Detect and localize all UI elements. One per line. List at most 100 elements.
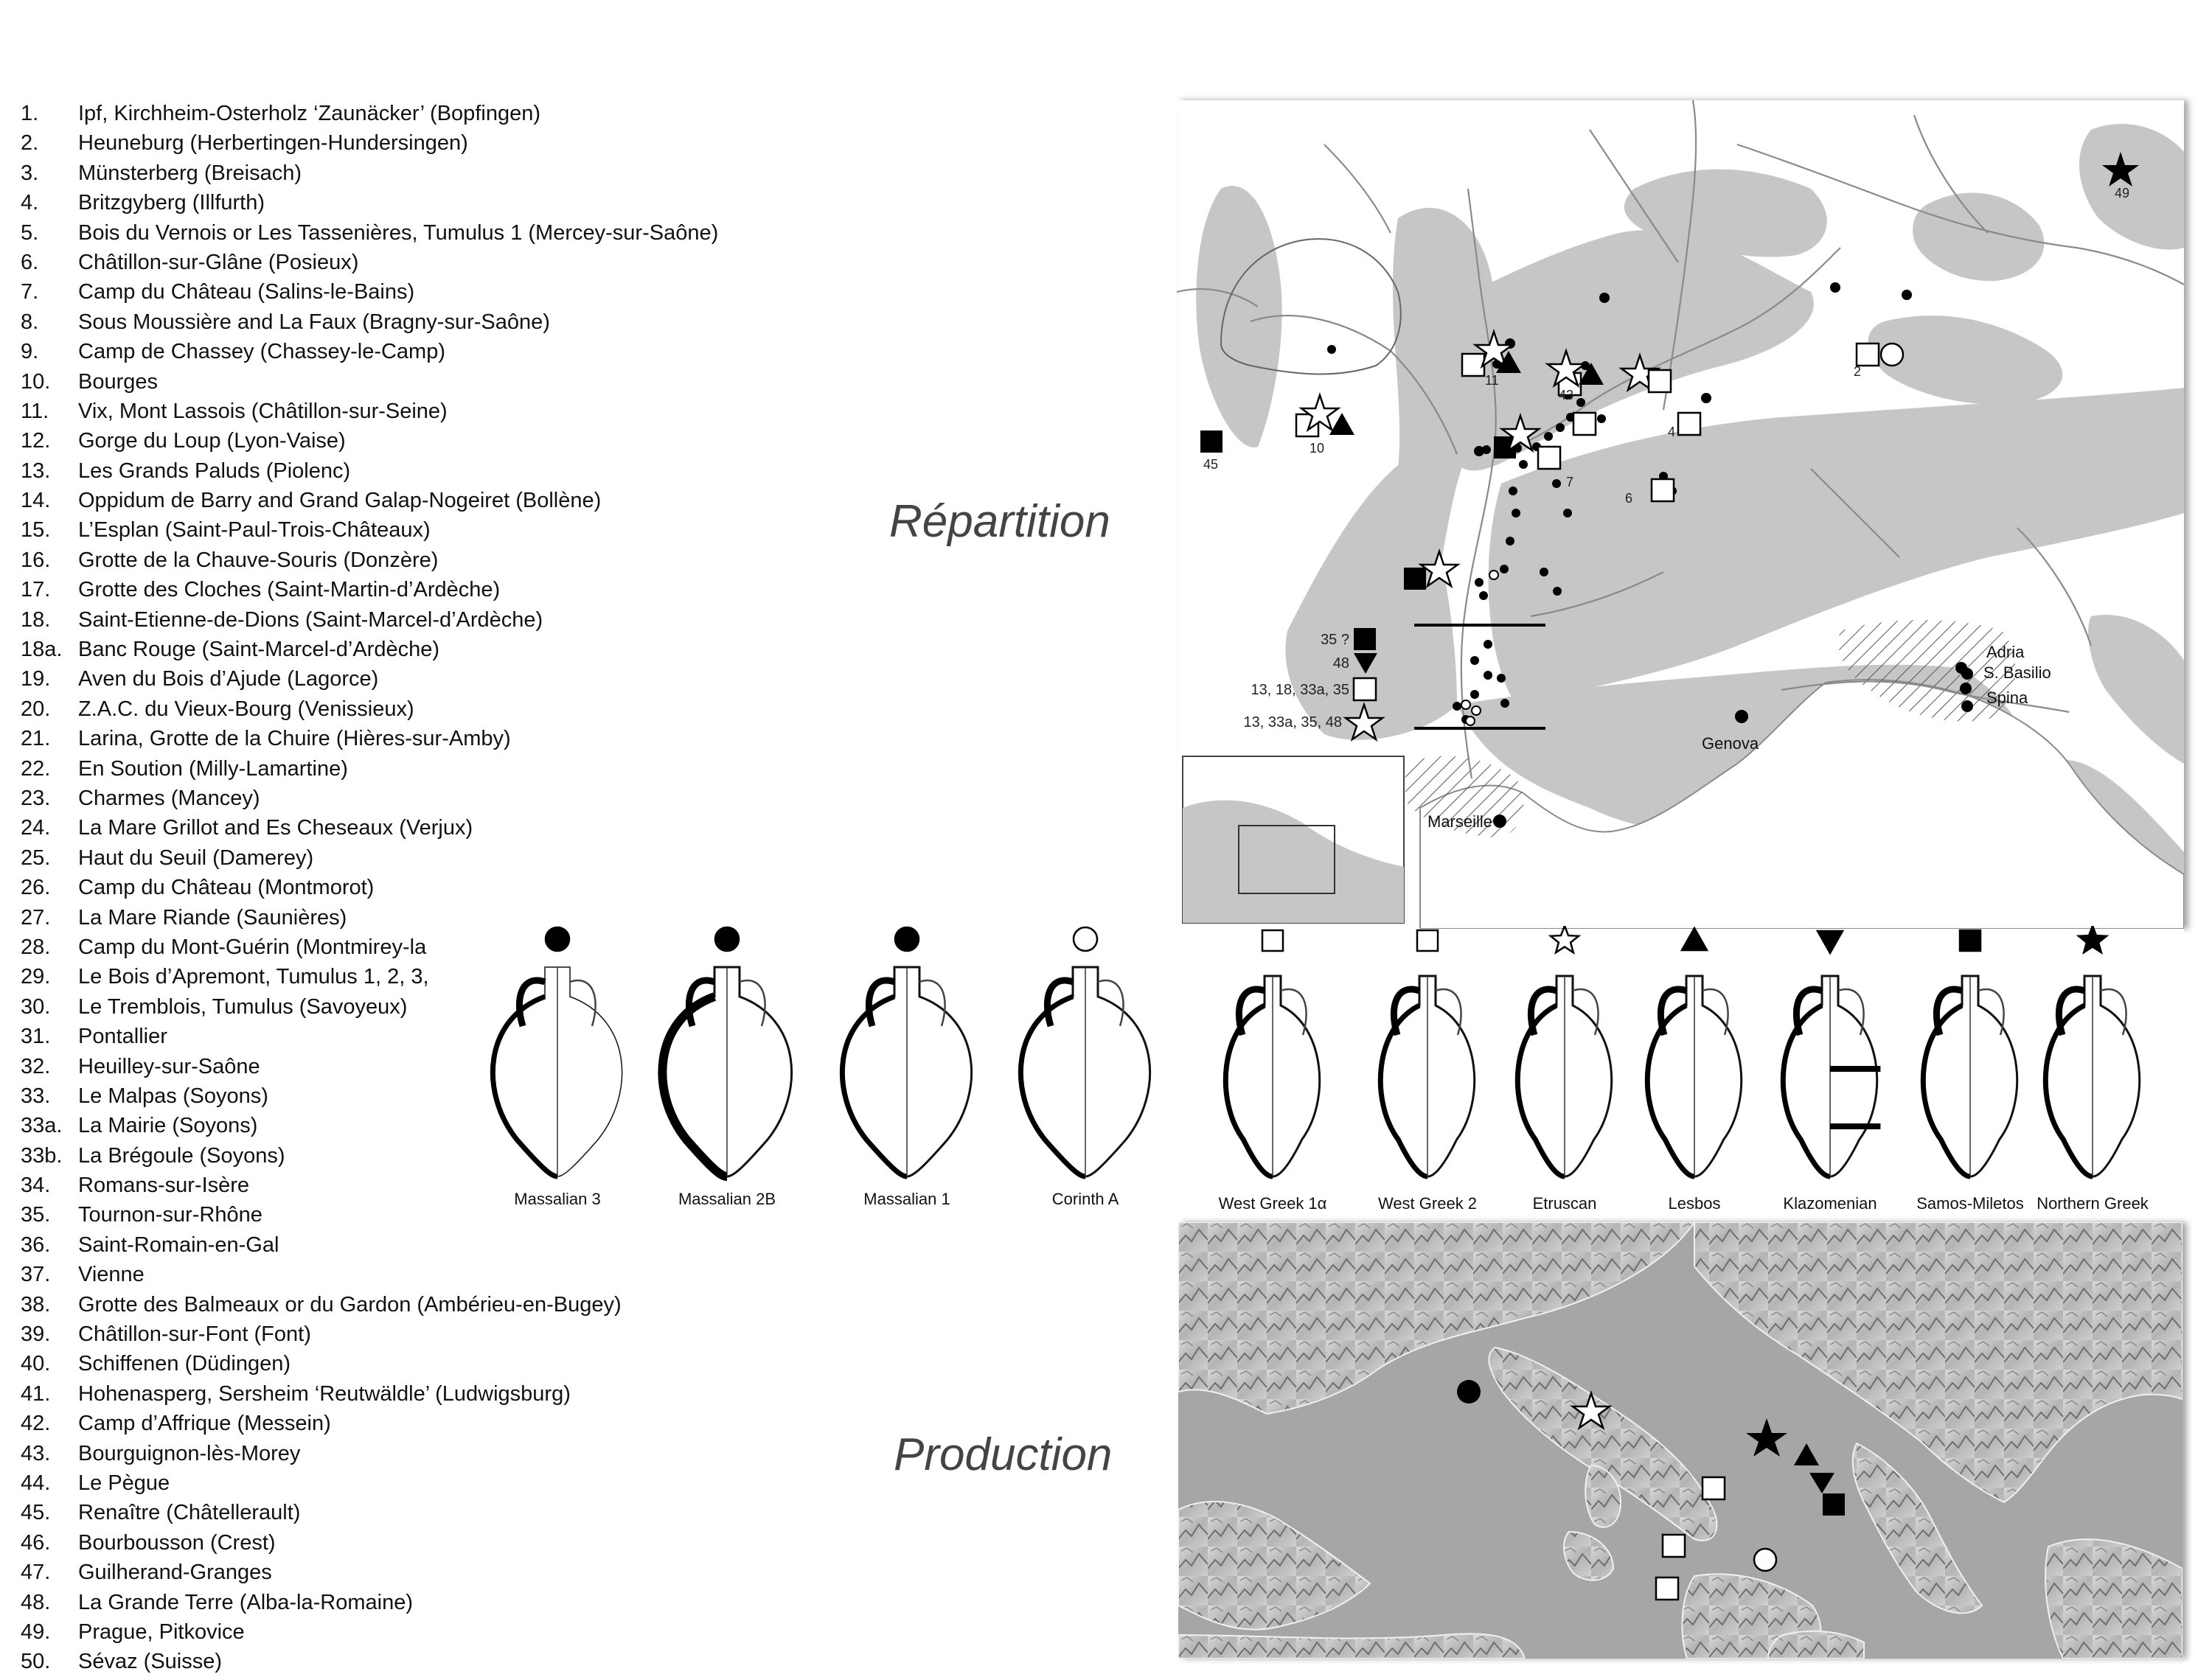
label-adria: Adria: [1986, 643, 2025, 661]
site-list-item: 49.Prague, Pitkovice: [21, 1617, 891, 1647]
site-list-item: 50.Sévaz (Suisse): [21, 1647, 891, 1676]
amphora-handle: [569, 979, 597, 1027]
site-number: 2.: [21, 131, 39, 156]
map-num-2: 2: [1854, 364, 1861, 379]
place-labels: Adria S. Basilio Spina Genova Marseille: [1427, 643, 2051, 831]
rhone-label-1: 48: [1333, 655, 1349, 672]
production-title: Production: [894, 1429, 1113, 1480]
amphora-label: West Greek 2: [1378, 1194, 1477, 1213]
site-number: 16.: [21, 548, 51, 572]
rhone-label-0: 35 ?: [1321, 632, 1349, 648]
site-name: La Mare Riande (Saunières): [78, 905, 347, 930]
amphora-symbol: [1416, 929, 1439, 952]
site-name: Renaître (Châtellerault): [78, 1501, 301, 1525]
site-number: 24.: [21, 816, 51, 840]
site-name: Romans-sur-Isère: [78, 1174, 250, 1198]
site-list-item: 22.En Soution (Milly-Lamartine): [21, 754, 891, 784]
site-number: 32.: [21, 1054, 51, 1078]
site-number: 36.: [21, 1233, 51, 1257]
map-num-7: 7: [1566, 475, 1573, 489]
site-name: Heuilley-sur-Saône: [78, 1054, 260, 1078]
site-list-item: 35. Tournon-sur-Rhône: [21, 1200, 891, 1230]
amphora-type: West Greek 1α: [1219, 929, 1327, 1213]
site-number: 40.: [21, 1352, 51, 1376]
site-name: Gorge du Loup (Lyon-Vaise): [78, 429, 346, 453]
site-list: 1.Ipf, Kirchheim-Osterholz ‘Zaunäcker’ (…: [21, 99, 891, 1677]
distribution-map: 49 11 43 2 4 10 45 7 6 35 ? 48 13, 18, 3…: [1177, 100, 2184, 929]
site-name: La Brégoule (Soyons): [78, 1143, 285, 1168]
site-list-item: 37.Vienne: [21, 1260, 891, 1289]
label-s-basilio: S. Basilio: [1983, 663, 2051, 682]
site-number: 48.: [21, 1590, 51, 1614]
site-number: 25.: [21, 846, 51, 870]
site-name: Grotte de la Chauve-Souris (Donzère): [78, 548, 439, 572]
site-number: 9.: [21, 340, 39, 364]
site-number: 37.: [21, 1263, 51, 1287]
amphora-symbol: [1072, 926, 1099, 952]
site-number: 39.: [21, 1322, 51, 1347]
site-list-item: 25.Haut du Seuil (Damerey): [21, 843, 891, 873]
site-number: 7.: [21, 280, 39, 304]
site-name: Prague, Pitkovice: [78, 1620, 245, 1644]
amphora-symbol: [1815, 930, 1845, 955]
site-list-item: 26. Camp du Château (Montmorot): [21, 873, 891, 902]
site-number: 26.: [21, 876, 51, 900]
amphora-handle: [2100, 988, 2127, 1036]
site-number: 15.: [21, 518, 51, 543]
site-list-item: 24.La Mare Grillot and Es Cheseaux (Verj…: [21, 813, 891, 843]
site-number: 1.: [21, 102, 39, 125]
hatched-zone-rhone: [1405, 756, 1524, 837]
site-name: Charmes (Mancey): [78, 786, 260, 810]
site-list-item: 14.Oppidum de Barry and Grand Galap-Noge…: [21, 486, 891, 515]
site-name: Schiffenen (Düdingen): [78, 1352, 291, 1376]
site-name: Bois du Vernois or Les Tassenières, Tumu…: [78, 220, 719, 245]
amphora-handle: [1978, 988, 2005, 1036]
rhone-label-2: 13, 18, 33a, 35: [1251, 682, 1349, 698]
site-list-item: 12.Gorge du Loup (Lyon-Vaise): [21, 426, 891, 456]
amphora-handle: [1097, 979, 1124, 1027]
site-list-item: 48.La Grande Terre (Alba-la-Romaine): [21, 1588, 891, 1617]
site-number: 18a.: [21, 638, 63, 662]
site-name: Camp du Château (Montmorot): [78, 876, 375, 900]
amphora-label: Northern Greek: [2037, 1194, 2149, 1213]
site-name: Grotte des Cloches (Saint-Martin-d’Ardèc…: [78, 578, 501, 602]
site-list-item: 23.Charmes (Mancey): [21, 784, 891, 813]
amphora-symbol: [1680, 926, 1709, 952]
site-name: Le Malpas (Soyons): [78, 1084, 268, 1108]
site-number: 33a.: [21, 1114, 63, 1138]
site-number: 50.: [21, 1650, 51, 1674]
site-name: Z.A.C. du Vieux-Bourg (Venissieux): [78, 697, 414, 721]
amphora-handle: [1792, 986, 1823, 1036]
site-number: 13.: [21, 459, 51, 483]
site-list-item: 21.Larina, Grotte de la Chuire (Hières-s…: [21, 724, 891, 753]
site-name: Les Grands Paluds (Piolenc): [78, 459, 351, 483]
amphora-handle: [1657, 986, 1688, 1036]
amphora-label: Massalian 1: [863, 1190, 950, 1208]
site-list-item: 30.Le Tremblois, Tumulus (Savoyeux): [21, 992, 891, 1022]
site-number: 35.: [21, 1203, 51, 1227]
site-name: Tournon-sur-Rhône: [78, 1203, 262, 1227]
amphora-section: [490, 994, 558, 1179]
map-num-10: 10: [1310, 441, 1324, 456]
amphora-handle: [1837, 988, 1865, 1036]
site-name: Britzgyberg (Illfurth): [78, 191, 265, 215]
amphora-handle: [1043, 977, 1074, 1028]
site-list-item: 45.Renaître (Châtellerault): [21, 1498, 891, 1527]
amphora-section: [1018, 994, 1086, 1179]
site-name: Aven du Bois d’Ajude (Lagorce): [78, 667, 379, 691]
site-list-item: 42.Camp d’Affrique (Messein): [21, 1409, 891, 1438]
amphora-section: [658, 992, 728, 1181]
rhone-labels: 35 ? 48 13, 18, 33a, 35 13, 33a, 35, 48: [1244, 632, 1349, 731]
site-list-item: 18.Saint-Etienne-de-Dions (Saint-Marcel-…: [21, 605, 891, 635]
site-number: 19.: [21, 667, 51, 691]
map-num-43: 43: [1559, 388, 1573, 402]
prod-massalia: [1457, 1380, 1481, 1404]
land-masses: [1178, 1222, 2183, 1659]
site-list-item: 38.Grotte des Balmeaux or du Gardon (Amb…: [21, 1290, 891, 1319]
site-list-item: 4.Britzgyberg (Illfurth): [21, 188, 891, 217]
amphora-handle: [685, 977, 716, 1028]
amphora-handle: [1572, 988, 1599, 1036]
site-name: Camp du Mont-Guérin (Montmirey-la: [78, 935, 427, 959]
